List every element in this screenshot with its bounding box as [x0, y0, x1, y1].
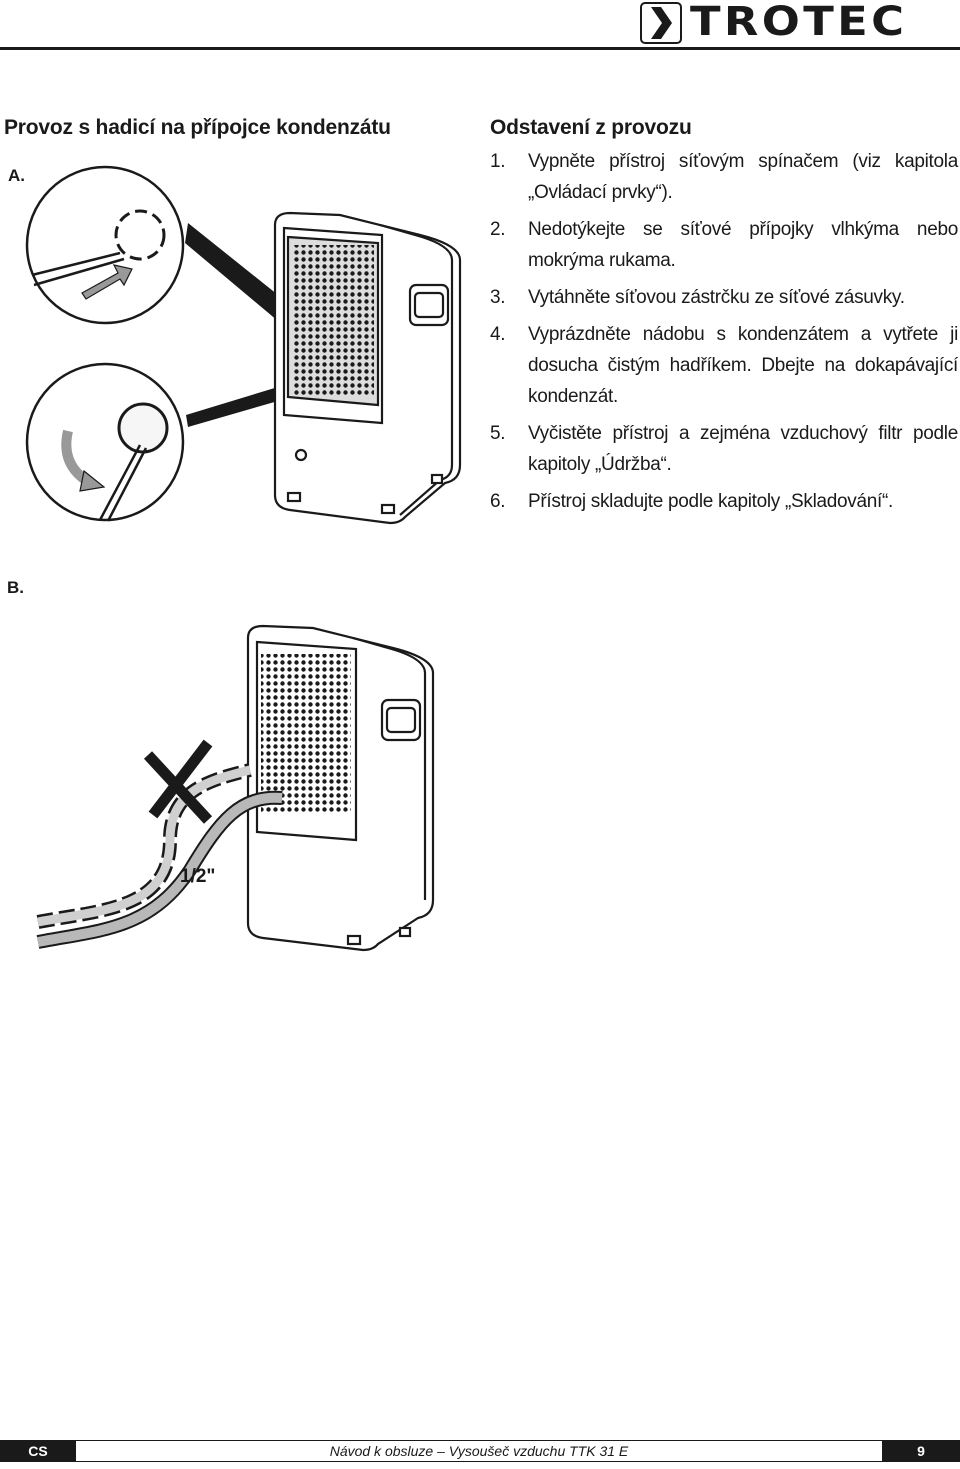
- brand-name: TROTEC: [690, 0, 908, 45]
- step-text: Vypněte přístroj síťovým spínačem (viz k…: [528, 151, 958, 203]
- list-item: 3. Vytáhněte síťovou zástrčku ze síťové z…: [490, 282, 958, 313]
- dehumidifier-device-b-icon: [246, 624, 435, 952]
- step-text: Nedotýkejte se síťové přípojky vlhkýma n…: [528, 219, 958, 271]
- footer-document-title: Návod k obsluze – Vysoušeč vzduchu TTK 3…: [76, 1440, 882, 1462]
- step-number: 1.: [490, 151, 506, 172]
- step-text: Vyprázdněte nádobu s kondenzátem a vytře…: [528, 324, 958, 407]
- step-text: Přístroj skladujte podle kapitoly „Sklad…: [528, 491, 894, 512]
- decommissioning-section: Odstavení z provozu 1. Vypněte přístroj s…: [490, 116, 958, 523]
- zoom-circle-top: [25, 165, 185, 325]
- step-number: 6.: [490, 491, 506, 512]
- list-item: 2. Nedotýkejte se síťové přípojky vlhkýma…: [490, 214, 958, 276]
- language-badge: CS: [0, 1440, 76, 1462]
- list-item: 1. Vypněte přístroj síťovým spínačem (viz…: [490, 146, 958, 208]
- list-item: 5. Vyčistěte přístroj a zejména vzduchový…: [490, 418, 958, 480]
- step-number: 3.: [490, 287, 506, 308]
- chevron-logo-icon: [640, 2, 682, 44]
- page-number: 9: [882, 1440, 960, 1462]
- trotec-logo: TROTEC: [640, 0, 958, 46]
- list-item: 6. Přístroj skladujte podle kapitoly „Skl…: [490, 486, 958, 517]
- zoom-circle-bottom: [25, 362, 185, 522]
- hose-size-label: 1/2": [180, 866, 216, 887]
- list-item: 4. Vyprázdněte nádobu s kondenzátem a vyt…: [490, 319, 958, 412]
- step-number: 2.: [490, 219, 506, 240]
- figure-a-illustration: [25, 165, 462, 525]
- header-rule: [0, 47, 960, 50]
- cross-mark-icon: [143, 739, 213, 824]
- step-text: Vyčistěte přístroj a zejména vzduchový f…: [528, 423, 958, 475]
- section-heading-decommissioning: Odstavení z provozu: [490, 116, 692, 139]
- figure-b-illustration: [36, 624, 435, 952]
- page-footer: CS Návod k obsluze – Vysoušeč vzduchu TT…: [0, 1440, 960, 1462]
- step-text: Vytáhněte síťovou zástrčku ze síťové zás…: [528, 287, 905, 308]
- zoom-connector-bottom: [186, 387, 278, 427]
- figure-b-label: B.: [7, 578, 24, 597]
- grille-pattern: [292, 245, 374, 395]
- section-heading-hose-operation: Provoz s hadicí na přípojce kondenzátu: [4, 116, 391, 139]
- step-number: 4.: [490, 324, 506, 345]
- figure-a-label: A.: [8, 166, 25, 185]
- step-number: 5.: [490, 423, 506, 444]
- zoom-connector-top: [185, 223, 278, 321]
- steps-list: 1. Vypněte přístroj síťovým spínačem (viz…: [490, 146, 958, 517]
